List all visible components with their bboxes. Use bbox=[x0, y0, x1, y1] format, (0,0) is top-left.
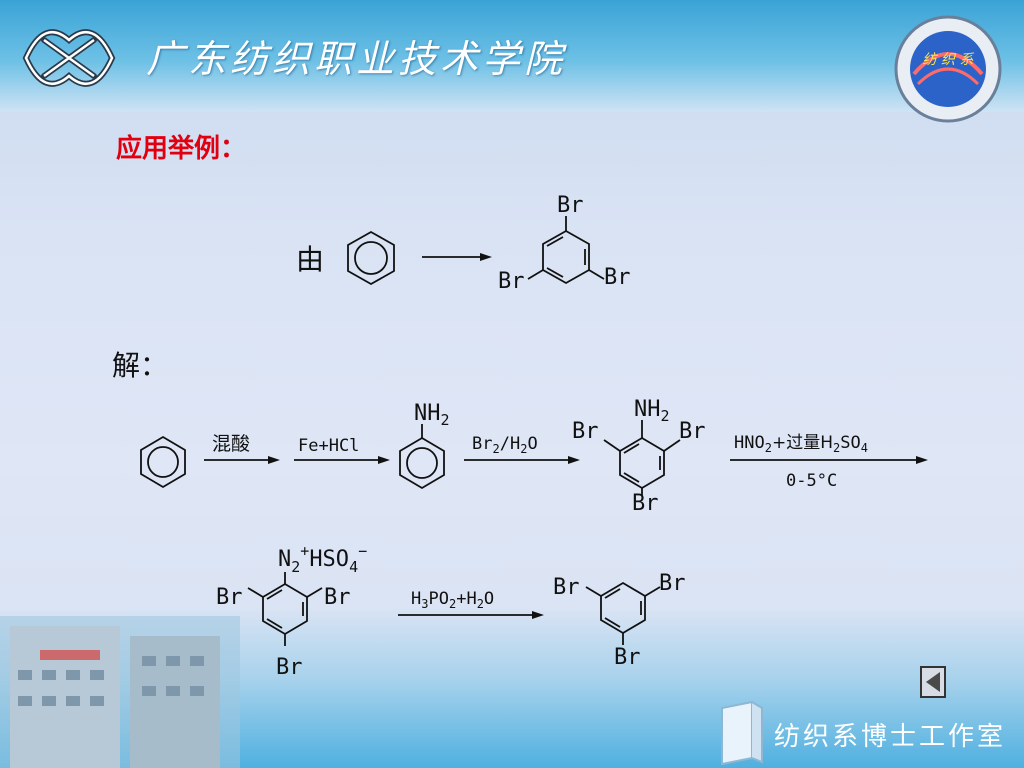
tribromobenzene-target-structure bbox=[527, 216, 605, 285]
reagent-hypophosphorous: H3PO2+H2O bbox=[411, 589, 494, 611]
target-br-right: Br bbox=[604, 265, 631, 290]
aniline-nh2: NH2 bbox=[414, 401, 450, 429]
product-br-bottom: Br bbox=[614, 645, 641, 670]
target-br-left: Br bbox=[498, 269, 525, 294]
book-icon bbox=[721, 700, 763, 766]
tribromoaniline-br-left: Br bbox=[572, 419, 599, 444]
product-br-right: Br bbox=[659, 571, 686, 596]
slide-header bbox=[0, 0, 1024, 112]
diazonium-br-left: Br bbox=[216, 585, 243, 610]
textile-department-seal: 纺 织 系 bbox=[894, 15, 1002, 123]
diazonium-group: N2+HSO4− bbox=[278, 542, 367, 576]
college-logo-icon bbox=[22, 29, 116, 87]
reagent-fe-hcl: Fe+HCl bbox=[298, 436, 359, 456]
diazonium-salt-structure bbox=[247, 572, 323, 646]
seal-text: 纺 织 系 bbox=[923, 52, 975, 68]
diazonium-br-bottom: Br bbox=[276, 655, 303, 680]
condition-temperature: 0-5°C bbox=[786, 471, 837, 491]
tribromoaniline-nh2: NH2 bbox=[634, 397, 670, 425]
benzene-start-structure bbox=[347, 230, 395, 286]
previous-slide-button[interactable] bbox=[920, 666, 946, 698]
diazonium-br-right: Br bbox=[324, 585, 351, 610]
example-heading: 应用举例： bbox=[116, 134, 247, 164]
tribromoaniline-br-right: Br bbox=[679, 419, 706, 444]
college-name: 广东纺织职业技术学院 bbox=[146, 37, 567, 81]
solution-label: 解： bbox=[112, 349, 169, 382]
reagent-nitrous-acid: HNO2+过量H2SO4 bbox=[734, 433, 868, 455]
reagent-bromine-water: Br2/H2O bbox=[472, 434, 538, 456]
product-br-left: Br bbox=[553, 575, 580, 600]
tribromoaniline-br-bottom: Br bbox=[632, 491, 659, 516]
campus-building-image bbox=[0, 616, 240, 768]
back-triangle-icon bbox=[926, 672, 940, 692]
aniline-structure bbox=[399, 424, 445, 490]
tribromobenzene-product-structure bbox=[585, 581, 661, 645]
benzene-structure bbox=[140, 435, 186, 489]
studio-caption: 纺织系博士工作室 bbox=[774, 722, 1007, 752]
from-label: 由 bbox=[296, 243, 325, 276]
reagent-mixed-acid: 混酸 bbox=[212, 433, 250, 455]
target-br-top: Br bbox=[557, 193, 584, 218]
tribromoaniline-structure bbox=[603, 420, 681, 496]
